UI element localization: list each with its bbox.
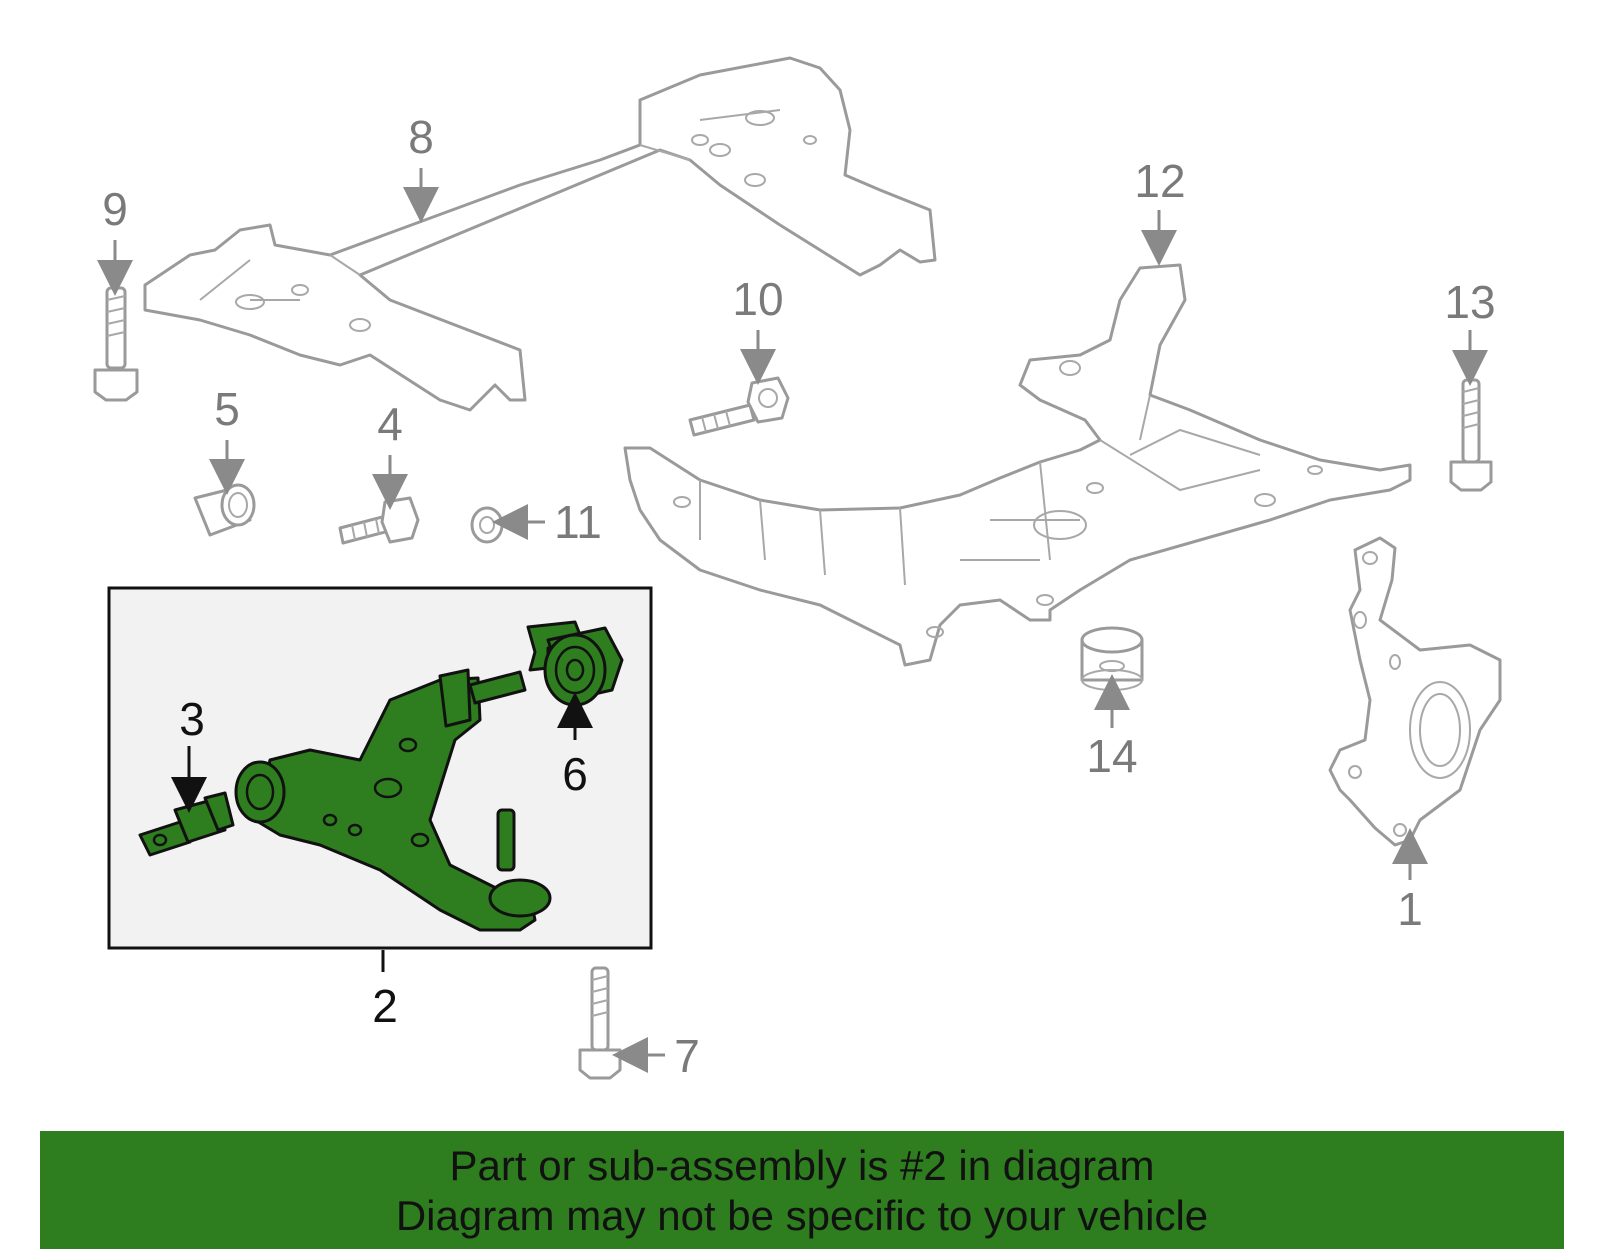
callout-3: 3 bbox=[179, 693, 205, 745]
mount-part-14 bbox=[1080, 626, 1144, 691]
banner-line-2: Diagram may not be specific to your vehi… bbox=[395, 1192, 1209, 1239]
callout-14: 14 bbox=[1086, 730, 1137, 782]
callout-7: 7 bbox=[674, 1030, 700, 1082]
callout-4: 4 bbox=[377, 398, 403, 450]
knuckle-part-1 bbox=[1328, 536, 1502, 847]
bolt-part-9 bbox=[93, 286, 139, 402]
callout-10: 10 bbox=[732, 273, 783, 325]
callout-2: 2 bbox=[372, 980, 398, 1032]
info-banner: Part or sub-assembly is #2 in diagram Di… bbox=[40, 1131, 1564, 1249]
callout-6: 6 bbox=[562, 748, 588, 800]
callout-13: 13 bbox=[1444, 276, 1495, 328]
bushing-part-6 bbox=[526, 620, 624, 707]
callout-12: 12 bbox=[1134, 155, 1185, 207]
bolt-part-10 bbox=[688, 376, 790, 437]
callout-11: 11 bbox=[554, 496, 602, 548]
bolt-part-4 bbox=[338, 496, 420, 545]
leader-lines bbox=[97, 168, 1488, 1073]
callout-9: 9 bbox=[102, 183, 128, 235]
bolt-part-7 bbox=[578, 966, 622, 1080]
bolt-part-13 bbox=[1449, 378, 1493, 492]
callout-8: 8 bbox=[408, 111, 434, 163]
banner-line-1: Part or sub-assembly is #2 in diagram bbox=[449, 1142, 1155, 1189]
control-arm-part-2 bbox=[234, 668, 552, 932]
nut-part-11 bbox=[470, 506, 504, 544]
crossmember-part-8 bbox=[143, 56, 937, 412]
callout-5: 5 bbox=[214, 383, 240, 435]
bushing-part-5 bbox=[193, 483, 256, 537]
subframe-cradle bbox=[623, 263, 1412, 667]
callout-1: 1 bbox=[1397, 883, 1423, 935]
